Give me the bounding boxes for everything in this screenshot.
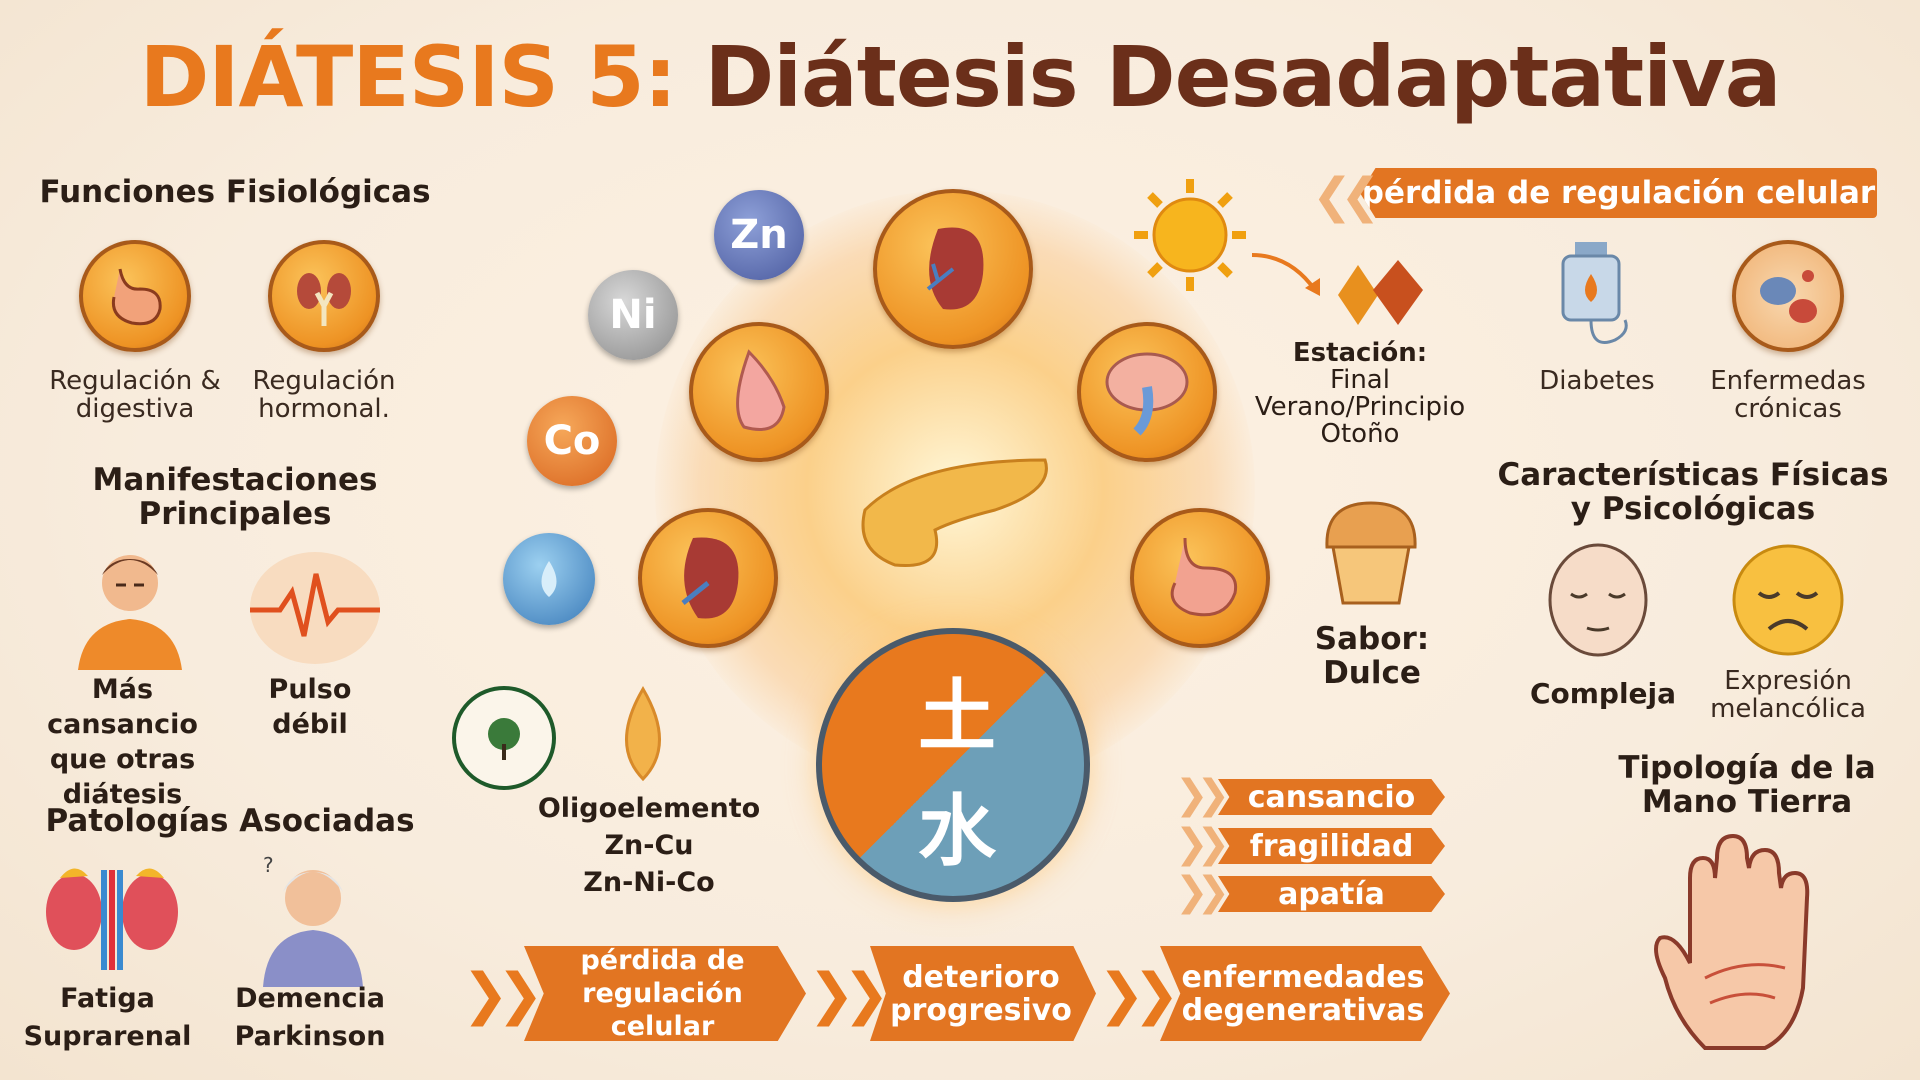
autumn-leaves-icon — [1338, 260, 1423, 325]
chevron-icon: ❯❯ — [462, 962, 544, 1027]
chevron-icon: ❮❮ — [1312, 168, 1381, 224]
insulin-bottle-icon — [1561, 242, 1628, 344]
sun-icon — [1130, 175, 1250, 295]
mano-heading: Tipología de la Mano Tierra — [1618, 750, 1876, 820]
caracteristicas-heading: Características Físicas y Psicológicas — [1497, 457, 1889, 527]
muffin-icon — [1325, 501, 1417, 605]
calm-face-icon — [1548, 543, 1648, 657]
hand-icon — [1654, 833, 1810, 1050]
stomach-organ-icon — [1130, 508, 1270, 648]
mineral-co: Co — [527, 396, 617, 486]
flow-step-1: pérdida de regulación celular — [524, 946, 806, 1041]
patologias-heading: Patologías Asociadas — [45, 803, 415, 839]
chevron-icon: ❯❯ — [1098, 962, 1180, 1027]
caracteristica-label: Expresión melancólica — [1710, 666, 1866, 724]
tag-fragilidad: fragilidad — [1218, 828, 1445, 864]
chevron-icon: ❯❯ — [808, 962, 890, 1027]
page-title: DIÁTESIS 5: Diátesis Desadaptativa — [139, 28, 1782, 126]
condition-label: Diabetes — [1539, 366, 1655, 396]
manifestaciones-heading: Manifestaciones Principales — [92, 462, 378, 532]
chevron-icon: ❯❯ — [1175, 772, 1230, 818]
brain-icon — [1077, 322, 1217, 462]
tired-person-icon — [78, 555, 182, 670]
funcion-label: Regulación & digestiva — [49, 366, 221, 424]
tag-apatia: apatía — [1218, 876, 1445, 912]
chevron-icon: ❯❯ — [1175, 821, 1230, 867]
arrow-icon — [1251, 253, 1320, 296]
water-drop-icon — [503, 533, 595, 625]
patologia-label: Demencia Parkinson — [234, 983, 386, 1052]
spleen-icon — [873, 189, 1033, 349]
manifestacion-label: Pulso débil — [268, 674, 352, 740]
condition-label: Enfermedas crónicas — [1710, 366, 1866, 424]
stomach-icon — [79, 240, 191, 352]
regulation-banner: pérdida de regulación celular — [1360, 168, 1877, 218]
tag-cansancio: cansancio — [1218, 779, 1445, 815]
yin-yang-symbol: 土 水 — [816, 628, 1090, 902]
elderly-person-icon: ? — [263, 853, 363, 987]
taste-info: Sabor:Dulce — [1314, 621, 1430, 691]
manifestacion-label: Más cansancio que otras diátesis — [47, 674, 198, 810]
svg-text:?: ? — [263, 853, 274, 877]
kidneys-icon — [268, 240, 380, 352]
sad-face-icon — [1732, 544, 1844, 656]
earth-character: 土 — [917, 672, 996, 762]
kidney-icon — [638, 508, 778, 648]
caracteristica-label: Compleja — [1529, 677, 1677, 710]
funciones-heading: Funciones Fisiológicas — [39, 174, 431, 210]
la-senda-natural-logo — [452, 686, 556, 790]
patologia-label: Fatiga Suprarenal — [23, 983, 192, 1052]
pancreas-icon — [845, 440, 1060, 575]
mineral-zn: Zn — [714, 190, 804, 280]
season-info: Estación:Final Verano/Principio Otoño — [1254, 338, 1466, 449]
chevron-icon: ❯❯ — [1175, 869, 1230, 915]
pulse-icon — [250, 552, 380, 664]
funcion-label: Regulación hormonal. — [252, 366, 396, 424]
water-character: 水 — [917, 787, 996, 877]
flow-step-2: deterioro progresivo — [870, 946, 1096, 1041]
flow-step-3: enfermedades degenerativas — [1160, 946, 1450, 1041]
adrenal-gland-icon — [689, 322, 829, 462]
golden-drop-icon — [625, 686, 661, 782]
adrenal-kidneys-icon — [46, 868, 178, 970]
cells-icon — [1732, 240, 1844, 352]
mineral-ni: Ni — [588, 270, 678, 360]
